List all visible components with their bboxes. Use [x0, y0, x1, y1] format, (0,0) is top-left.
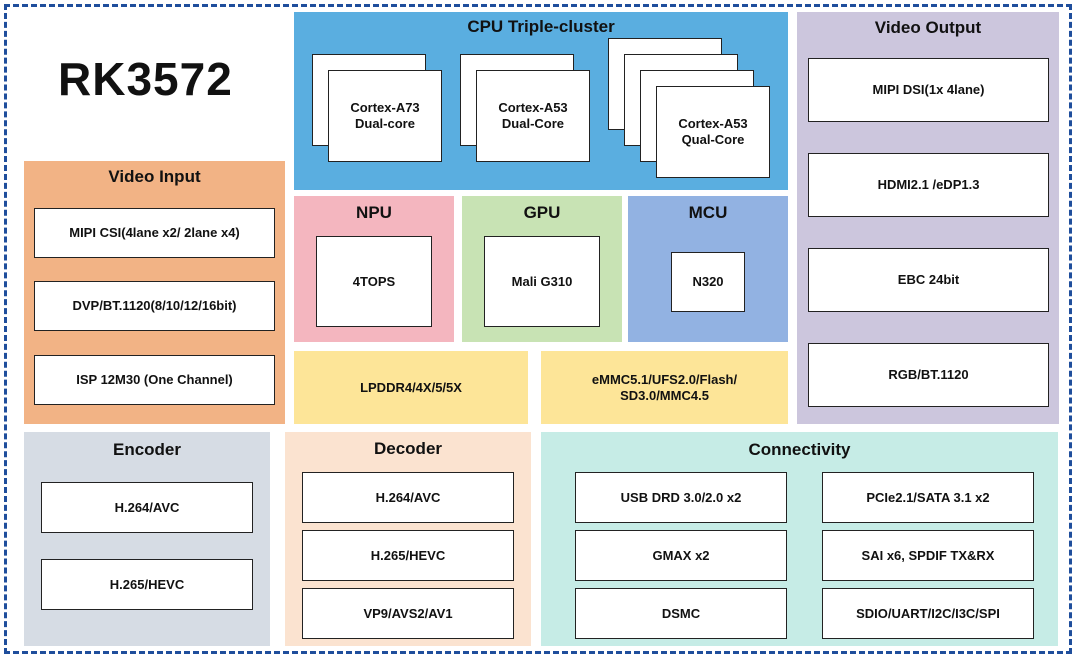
storage-panel: eMMC5.1/UFS2.0/Flash/ SD3.0/MMC4.5 — [541, 351, 788, 424]
mcu-panel: MCU N320 — [628, 196, 788, 342]
video-output-item: EBC 24bit — [808, 248, 1049, 312]
npu-value: 4TOPS — [316, 236, 432, 327]
decoder-item: H.264/AVC — [302, 472, 514, 523]
connectivity-item: SDIO/UART/I2C/I3C/SPI — [822, 588, 1034, 639]
cpu-panel-title: CPU Triple-cluster — [467, 17, 615, 36]
encoder-item: H.264/AVC — [41, 482, 253, 533]
video-output-item: MIPI DSI(1x 4lane) — [808, 58, 1049, 122]
cpu-core-card-front — [476, 70, 590, 162]
connectivity-title: Connectivity — [748, 440, 851, 459]
encoder-item: H.265/HEVC — [41, 559, 253, 610]
mcu-value: N320 — [671, 252, 745, 312]
connectivity-panel: Connectivity USB DRD 3.0/2.0 x2 PCIe2.1/… — [541, 432, 1058, 646]
video-output-panel: Video Output MIPI DSI(1x 4lane) HDMI2.1 … — [797, 12, 1059, 424]
dram-panel: LPDDR4/4X/5/5X — [294, 351, 528, 424]
cpu-core-card-front — [656, 86, 770, 178]
mcu-title: MCU — [688, 203, 728, 222]
video-input-title: Video Input — [108, 167, 201, 186]
gpu-panel: GPU Mali G310 — [462, 196, 622, 342]
decoder-item: H.265/HEVC — [302, 530, 514, 581]
decoder-item: VP9/AVS2/AV1 — [302, 588, 514, 639]
cpu-cluster-a73: Cortex-A73 Dual-core — [350, 100, 420, 131]
video-input-item: DVP/BT.1120(8/10/12/16bit) — [34, 281, 275, 331]
connectivity-item: DSMC — [575, 588, 787, 639]
connectivity-item: USB DRD 3.0/2.0 x2 — [575, 472, 787, 523]
encoder-panel: Encoder H.264/AVC H.265/HEVC — [24, 432, 270, 646]
encoder-title: Encoder — [112, 440, 182, 459]
decoder-title: Decoder — [373, 439, 443, 458]
diagram-frame — [4, 4, 1072, 654]
video-input-item: ISP 12M30 (One Channel) — [34, 355, 275, 405]
cpu-cluster-a53-quad: Cortex-A53 Qual-Core — [678, 116, 748, 147]
npu-panel: NPU 4TOPS — [294, 196, 454, 342]
video-input-item: MIPI CSI(4lane x2/ 2lane x4) — [34, 208, 275, 258]
chip-title: RK3572 — [58, 53, 233, 105]
gpu-value: Mali G310 — [484, 236, 600, 327]
video-output-title: Video Output — [874, 18, 982, 37]
connectivity-item: SAI x6, SPDIF TX&RX — [822, 530, 1034, 581]
video-output-item: HDMI2.1 /eDP1.3 — [808, 153, 1049, 217]
cpu-core-card-front — [328, 70, 442, 162]
connectivity-item: GMAX x2 — [575, 530, 787, 581]
video-input-panel: Video Input MIPI CSI(4lane x2/ 2lane x4)… — [24, 161, 285, 424]
cpu-cluster-a53-dual: Cortex-A53 Dual-Core — [498, 100, 568, 131]
decoder-panel: Decoder H.264/AVC H.265/HEVC VP9/AVS2/AV… — [285, 432, 531, 646]
npu-title: NPU — [356, 203, 392, 222]
video-output-item: RGB/BT.1120 — [808, 343, 1049, 407]
gpu-title: GPU — [523, 203, 561, 222]
connectivity-item: PCIe2.1/SATA 3.1 x2 — [822, 472, 1034, 523]
cpu-panel: CPU Triple-cluster Cortex-A73 Dual-core … — [294, 12, 788, 190]
